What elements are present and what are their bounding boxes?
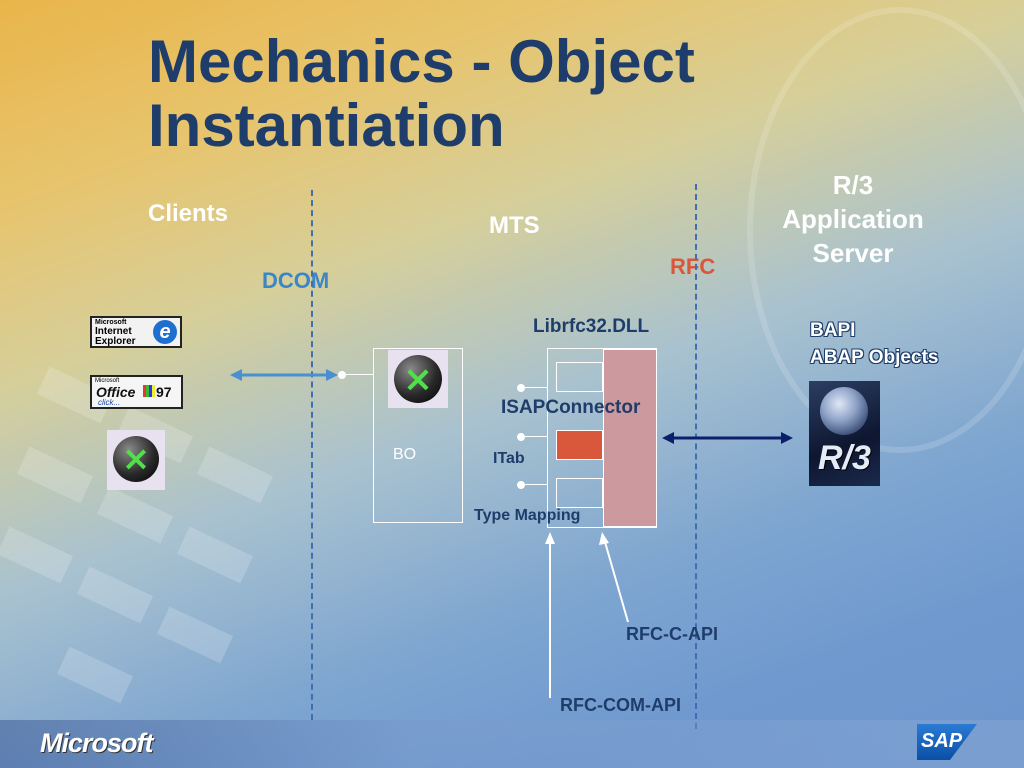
librfc-dll-block <box>603 349 657 527</box>
com-object-client-icon: × <box>107 430 165 490</box>
office-icon-year: 97 <box>156 384 172 400</box>
r3-icon-text: R/3 <box>818 439 871 477</box>
bapi-label: BAPI <box>810 320 856 341</box>
bo-label: BO <box>393 446 417 463</box>
type-mapping-label: Type Mapping <box>474 507 581 524</box>
r3-header-line3: Server <box>812 238 894 268</box>
divider-rfc <box>695 184 697 729</box>
office-97-icon: Microsoft Office 97 click... <box>90 375 183 409</box>
page-title: Mechanics - Object Instantiation <box>148 28 695 159</box>
connector-line-3 <box>525 484 548 485</box>
r3-server-header: R/3 Application Server <box>758 168 948 270</box>
itab-label: ITab <box>493 450 525 467</box>
office-icon-line1: Microsoft <box>95 378 120 384</box>
bo-interface-dot <box>338 371 346 379</box>
com-object-icon: × <box>388 350 448 408</box>
connector-dot-1 <box>517 384 525 392</box>
r3-header-line2: Application <box>782 204 924 234</box>
clients-header: Clients <box>148 200 229 227</box>
connector-dot-3 <box>517 481 525 489</box>
ie-icon-line2: Internet <box>95 326 132 337</box>
r3-header-line1: R/3 <box>832 170 874 200</box>
api-pointer-lines <box>545 532 629 698</box>
dcom-double-arrow <box>230 369 338 381</box>
microsoft-logo: Microsoft <box>40 728 153 758</box>
footer-bar <box>0 720 1024 768</box>
divider-dcom <box>311 190 313 720</box>
connector-slot-top <box>556 362 603 392</box>
rfc-c-api-label: RFC-C-API <box>626 624 718 644</box>
connector-line-1 <box>525 387 548 388</box>
internet-explorer-icon: Microsoft Internet Explorer e <box>90 316 182 348</box>
office-icon-word: Office <box>96 384 136 400</box>
librfc-label: Librfc32.DLL <box>533 316 650 337</box>
office-icon-click: click... <box>98 398 121 407</box>
ie-icon-line3: Explorer <box>95 336 136 347</box>
dcom-label: DCOM <box>262 268 330 293</box>
rfc-label: RFC <box>670 254 716 279</box>
connector-line-2 <box>525 436 548 437</box>
connector-slot-bottom <box>556 478 603 508</box>
r3-system-icon: R/3 <box>809 381 880 486</box>
bo-container <box>373 348 463 523</box>
mts-header: MTS <box>489 212 540 239</box>
connector-dot-2 <box>517 433 525 441</box>
rfc-com-api-label: RFC-COM-API <box>560 695 681 715</box>
abap-objects-label: ABAP Objects <box>810 347 939 368</box>
rfc-double-arrow <box>662 432 793 444</box>
isapconnector-label: ISAPConnector <box>501 397 641 418</box>
itab-block <box>556 430 603 460</box>
bo-interface-line <box>346 374 374 375</box>
ie-icon-line1: Microsoft <box>95 319 127 326</box>
sap-logo-text: SAP <box>921 730 963 752</box>
